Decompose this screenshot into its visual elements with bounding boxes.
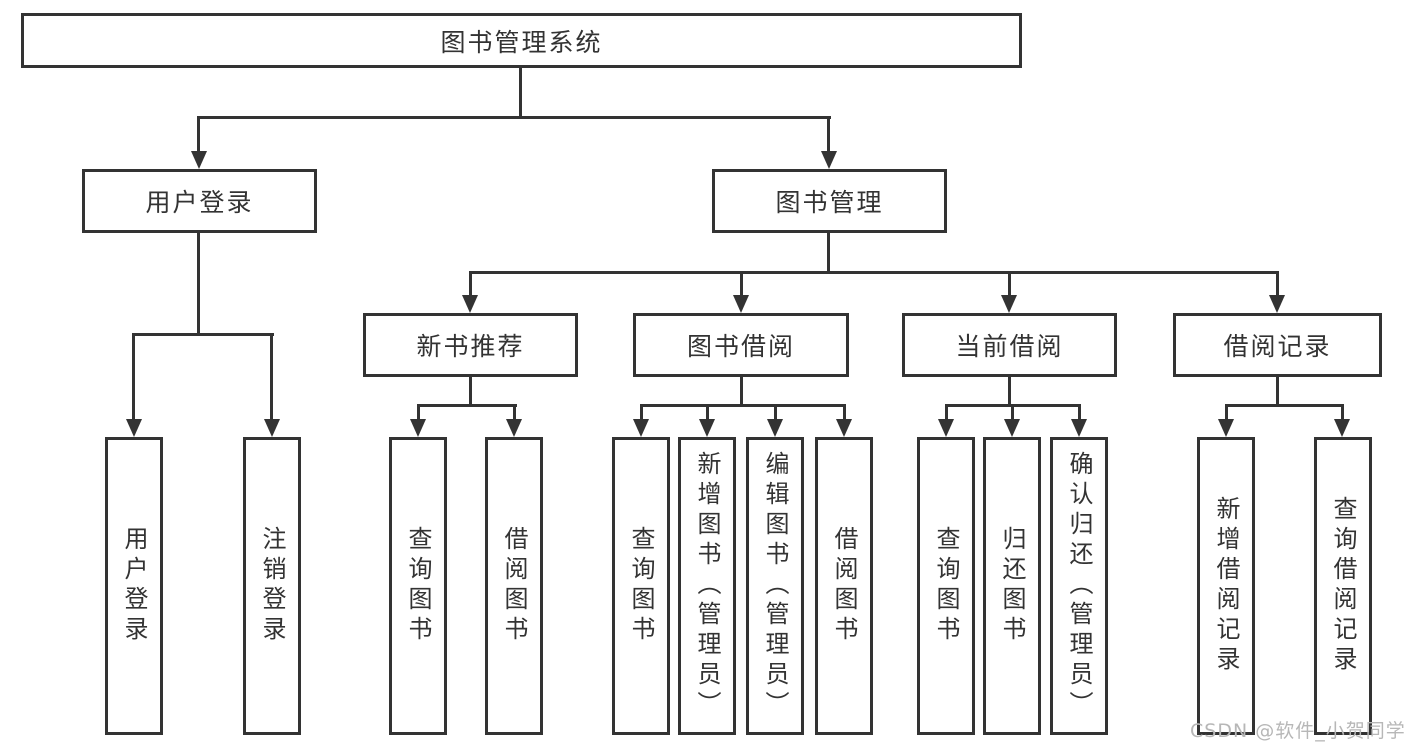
- connector-user-login-rail: [132, 333, 274, 336]
- connector-book-mgmt-stem: [827, 231, 830, 274]
- arrowhead: [938, 419, 954, 437]
- arrowhead-user-login: [191, 151, 207, 169]
- connector-recommend-stem: [469, 376, 472, 407]
- arrowhead: [1071, 419, 1087, 437]
- connector-user-login-stem: [197, 230, 200, 336]
- arrowhead: [506, 419, 522, 437]
- node-borrow-record: 借阅记录: [1173, 313, 1382, 377]
- connector-drop: [640, 404, 643, 421]
- connector-drop: [1225, 404, 1228, 421]
- csdn-watermark: CSDN @软件_小贺同学: [1190, 720, 1405, 742]
- leaf-edit-book-admin: 编辑图书（管理员）: [746, 437, 804, 735]
- arrowhead: [633, 419, 649, 437]
- node-current-borrow: 当前借阅: [902, 313, 1117, 377]
- connector-recommend-rail: [417, 404, 517, 407]
- connector-drop-borrow: [740, 271, 743, 297]
- connector-drop: [774, 404, 777, 421]
- leaf-query-book-borrow: 查询图书: [612, 437, 670, 735]
- arrowhead-record: [1269, 295, 1285, 313]
- connector-drop-user-login: [197, 116, 200, 153]
- arrowhead-book-mgmt: [821, 151, 837, 169]
- connector-drop: [706, 404, 709, 421]
- node-book-management: 图书管理: [712, 169, 947, 233]
- arrowhead: [836, 419, 852, 437]
- leaf-return-book: 归还图书: [983, 437, 1041, 735]
- connector-drop-leaf-logout: [270, 333, 273, 421]
- leaf-confirm-return-admin: 确认归还（管理员）: [1050, 437, 1108, 735]
- connector-drop-book-mgmt: [827, 116, 830, 153]
- node-user-login-branch: 用户登录: [82, 169, 317, 233]
- connector-drop: [513, 404, 516, 421]
- connector-drop: [945, 404, 948, 421]
- connector-record-rail: [1225, 404, 1344, 407]
- connector-level2-rail: [197, 116, 831, 119]
- node-book-borrow: 图书借阅: [633, 313, 849, 377]
- connector-current-stem: [1008, 376, 1011, 407]
- leaf-add-book-admin: 新增图书（管理员）: [678, 437, 736, 735]
- leaf-query-book-recommend: 查询图书: [389, 437, 447, 735]
- arrowhead-borrow: [733, 295, 749, 313]
- connector-drop: [1341, 404, 1344, 421]
- arrowhead: [699, 419, 715, 437]
- connector-drop: [417, 404, 420, 421]
- arrowhead: [410, 419, 426, 437]
- connector-borrow-stem: [740, 376, 743, 407]
- node-new-book-recommend: 新书推荐: [363, 313, 578, 377]
- connector-level3-rail: [469, 271, 1279, 274]
- connector-record-stem: [1276, 377, 1279, 407]
- arrowhead: [767, 419, 783, 437]
- leaf-borrow-book-recommend: 借阅图书: [485, 437, 543, 735]
- leaf-logout: 注销登录: [243, 437, 301, 735]
- connector-borrow-rail: [640, 404, 846, 407]
- leaf-user-login: 用户登录: [105, 437, 163, 735]
- arrowhead: [1004, 419, 1020, 437]
- arrowhead: [1218, 419, 1234, 437]
- connector-drop-current: [1008, 271, 1011, 297]
- arrowhead-current: [1001, 295, 1017, 313]
- leaf-query-borrow-record: 查询借阅记录: [1314, 437, 1372, 735]
- leaf-query-book-current: 查询图书: [917, 437, 975, 735]
- connector-root-stem: [519, 66, 522, 118]
- connector-drop: [1011, 404, 1014, 421]
- arrowhead: [1334, 419, 1350, 437]
- connector-drop-record: [1276, 271, 1279, 297]
- connector-drop: [1078, 404, 1081, 421]
- arrowhead-leaf-login: [126, 419, 142, 437]
- arrowhead-recommend: [462, 295, 478, 313]
- connector-drop-recommend: [469, 271, 472, 297]
- arrowhead-leaf-logout: [264, 419, 280, 437]
- leaf-add-borrow-record: 新增借阅记录: [1197, 437, 1255, 735]
- connector-drop: [843, 404, 846, 421]
- connector-drop-leaf-login: [132, 333, 135, 421]
- node-root: 图书管理系统: [21, 13, 1022, 68]
- leaf-borrow-book: 借阅图书: [815, 437, 873, 735]
